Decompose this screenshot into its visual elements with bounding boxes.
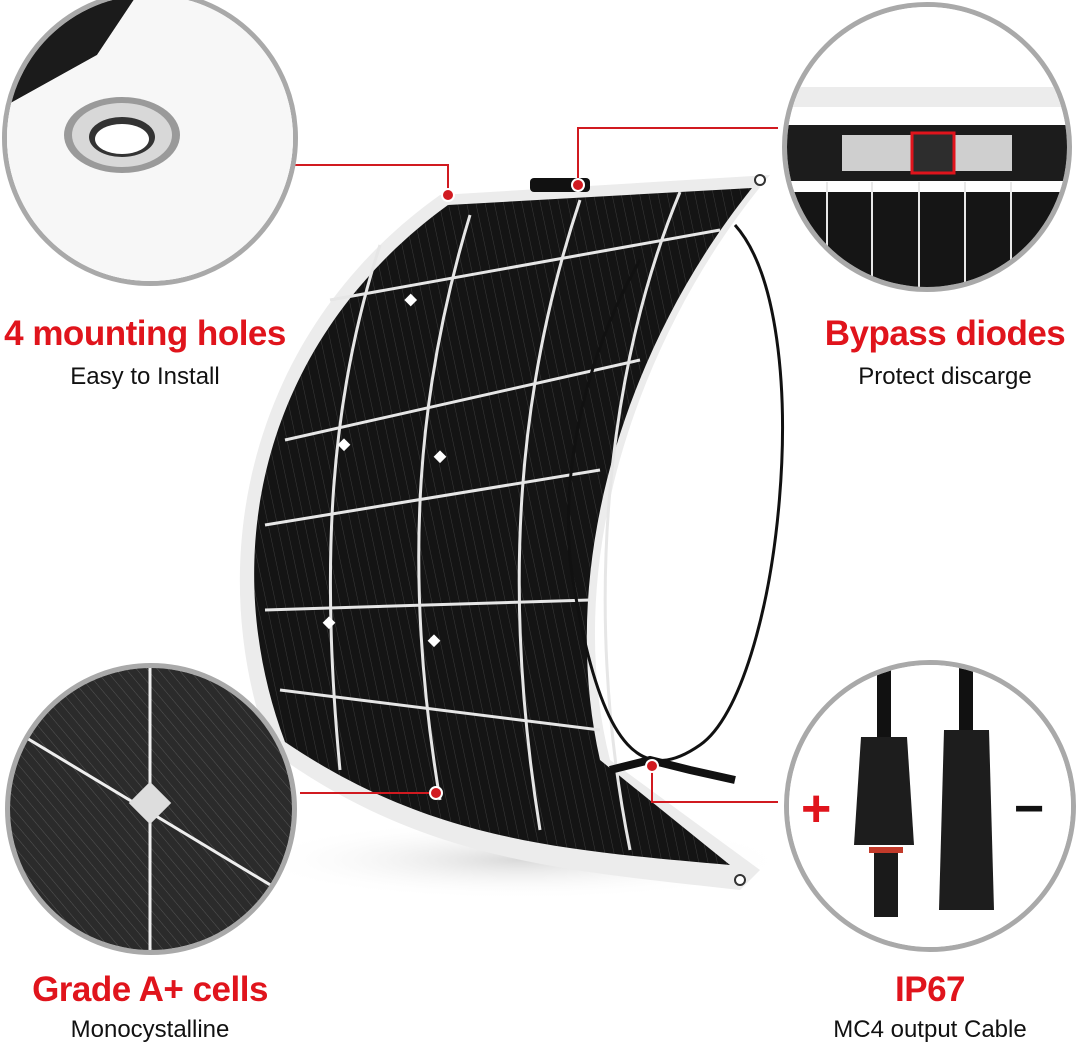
feature-title-grade-cells: Grade A+ cells [32, 970, 268, 1009]
feature-subtitle-bypass-diodes: Protect discarge [858, 363, 1032, 390]
diode-icon [787, 7, 1067, 287]
solar-cell-icon [10, 668, 292, 950]
negative-symbol: − [1014, 780, 1045, 838]
bypass-diode-closeup [782, 2, 1072, 292]
feature-subtitle-ip67: MC4 output Cable [833, 1016, 1027, 1043]
feature-title-ip67: IP67 [895, 970, 966, 1009]
feature-subtitle-grade-cells: Monocystalline [70, 1016, 230, 1043]
feature-title-bypass-diodes: Bypass diodes [824, 314, 1066, 353]
cell-grade-closeup [5, 663, 297, 955]
mounting-hole-closeup [2, 0, 298, 286]
grommet-icon [7, 0, 293, 281]
mc4-connector-closeup: + − [784, 660, 1076, 952]
feature-title-mounting-holes: 4 mounting holes [4, 314, 286, 353]
mc4-connector-icon [789, 665, 1071, 947]
positive-symbol: + [801, 780, 832, 838]
feature-subtitle-mounting-holes: Easy to Install [70, 363, 220, 390]
